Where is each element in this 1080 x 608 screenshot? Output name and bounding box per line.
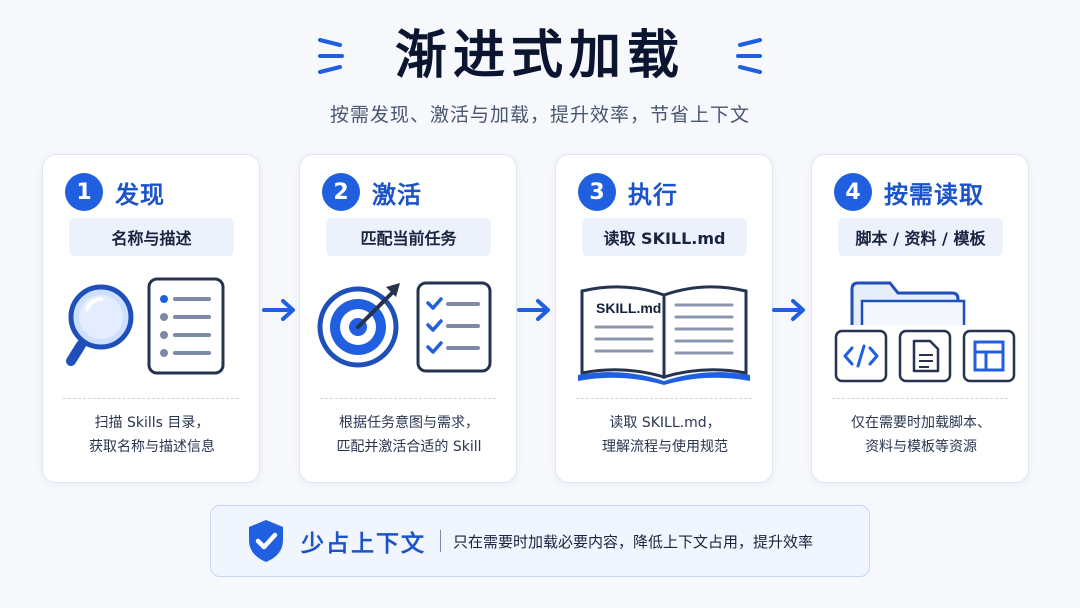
discover-illustration: [66, 277, 225, 375]
summary-banner: 少占上下文 只在需要时加载必要内容，降低上下文占用，提升效率: [210, 505, 870, 577]
desc-line: 仅在需要时加载脚本、: [851, 415, 991, 431]
step-card-read-on-demand: 4 按需读取 脚本 / 资料 / 模板 仅在需要时加载脚本、: [811, 154, 1029, 483]
arrow-right-icon: [262, 299, 295, 321]
step-tag: 名称与描述: [69, 218, 234, 256]
step-tag: 读取 SKILL.md: [582, 218, 747, 256]
desc-line: 理解流程与使用规范: [602, 439, 728, 455]
open-book-icon: SKILL.md: [578, 285, 750, 385]
step-title: 发现: [115, 180, 165, 209]
desc-line: 扫描 Skills 目录，: [94, 415, 210, 431]
table-icon: [962, 329, 1016, 383]
step-description: 根据任务意图与需求， 匹配并激活合适的 Skill: [300, 411, 518, 459]
step-description: 仅在需要时加载脚本、 资料与模板等资源: [812, 411, 1030, 459]
page-subtitle: 按需发现、激活与加载，提升效率，节省上下文: [329, 104, 750, 126]
banner-separator: [440, 530, 441, 552]
checklist-icon: [416, 281, 492, 373]
resources-illustration: [834, 281, 1016, 383]
arrow-right-icon: [517, 299, 550, 321]
banner-title: 少占上下文: [301, 531, 426, 557]
magnifier-icon: [66, 284, 134, 366]
step-header: 2 激活: [322, 173, 422, 211]
step-number-badge: 2: [322, 173, 360, 211]
step-description: 读取 SKILL.md， 理解流程与使用规范: [556, 411, 774, 459]
divider: [832, 398, 1008, 399]
step-card-activate: 2 激活 匹配当前任务 根据任务意图与需求， 匹配并激活合适的 Skill: [299, 154, 517, 483]
step-header: 4 按需读取: [834, 173, 984, 211]
desc-line: 资料与模板等资源: [865, 439, 977, 455]
step-number-badge: 3: [578, 173, 616, 211]
banner-text: 只在需要时加载必要内容，降低上下文占用，提升效率: [453, 532, 814, 551]
step-title: 激活: [372, 180, 422, 209]
desc-line: 读取 SKILL.md，: [609, 415, 721, 431]
left-spark-icon: [318, 38, 344, 74]
step-header: 1 发现: [65, 173, 165, 211]
step-description: 扫描 Skills 目录， 获取名称与描述信息: [43, 411, 261, 459]
step-number-badge: 1: [65, 173, 103, 211]
desc-line: 根据任务意图与需求，: [339, 415, 479, 431]
desc-line: 匹配并激活合适的 Skill: [336, 439, 482, 455]
step-tag: 匹配当前任务: [326, 218, 491, 256]
step-number-badge: 4: [834, 173, 872, 211]
divider: [63, 398, 239, 399]
step-tag: 脚本 / 资料 / 模板: [838, 218, 1003, 256]
divider: [320, 398, 496, 399]
target-icon: [317, 283, 400, 368]
arrow-right-icon: [772, 299, 805, 321]
folder-icon: [850, 281, 966, 325]
desc-line: 获取名称与描述信息: [89, 439, 215, 455]
step-title: 执行: [628, 180, 678, 209]
step-title: 按需读取: [884, 180, 984, 209]
right-spark-icon: [736, 38, 762, 74]
page-title: 渐进式加载: [394, 26, 685, 86]
document-icon: [898, 329, 952, 383]
step-header: 3 执行: [578, 173, 678, 211]
code-file-icon: [834, 329, 888, 383]
step-card-discover: 1 发现 名称与描述 扫描 Skills 目录， 获取名称与描述信息: [42, 154, 260, 483]
step-card-execute: 3 执行 读取 SKILL.md SKILL.md 读取 SKILL.md， 理…: [555, 154, 773, 483]
divider: [576, 398, 752, 399]
activate-illustration: [317, 281, 492, 373]
book-label: SKILL.md: [596, 300, 661, 316]
list-document-icon: [147, 277, 225, 375]
shield-check-icon: [249, 520, 283, 562]
header: 渐进式加载 按需发现、激活与加载，提升效率，节省上下文: [0, 22, 1080, 127]
